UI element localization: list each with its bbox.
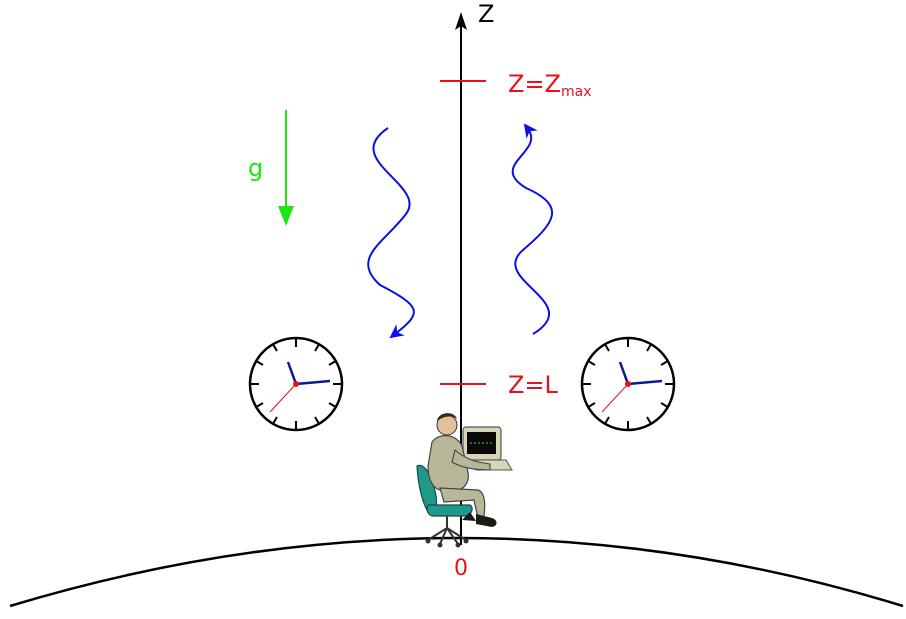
downward-wave xyxy=(367,127,415,339)
chair-seat xyxy=(426,504,473,517)
clock-hour-hand xyxy=(618,361,630,385)
origin-label: 0 xyxy=(454,556,468,581)
clock-icon xyxy=(248,336,344,432)
gravity-label: g xyxy=(248,154,263,182)
z-axis-arrowhead xyxy=(455,12,467,30)
upward-wave xyxy=(511,123,554,335)
clock-minute-hand xyxy=(295,379,331,386)
zmax-label-sub: max xyxy=(561,84,592,100)
monitor-screen xyxy=(467,432,496,454)
person-at-computer-icon xyxy=(416,413,513,548)
person-legs xyxy=(439,487,486,519)
clock-second-hand xyxy=(269,383,297,413)
gravity-arrowhead xyxy=(278,206,294,226)
z-axis-label: Z xyxy=(478,0,494,28)
clock-second-hand xyxy=(601,383,629,413)
clock-minute-hand xyxy=(627,379,663,386)
l-label: Z=L xyxy=(508,371,559,399)
earth-surface-arc xyxy=(9,536,904,608)
clock-hour-hand xyxy=(286,361,298,385)
clock-icon xyxy=(580,336,676,432)
zmax-label-main: Z=Z xyxy=(508,70,561,98)
zmax-label: Z=Zmax xyxy=(508,70,592,100)
person-torso xyxy=(427,435,469,491)
